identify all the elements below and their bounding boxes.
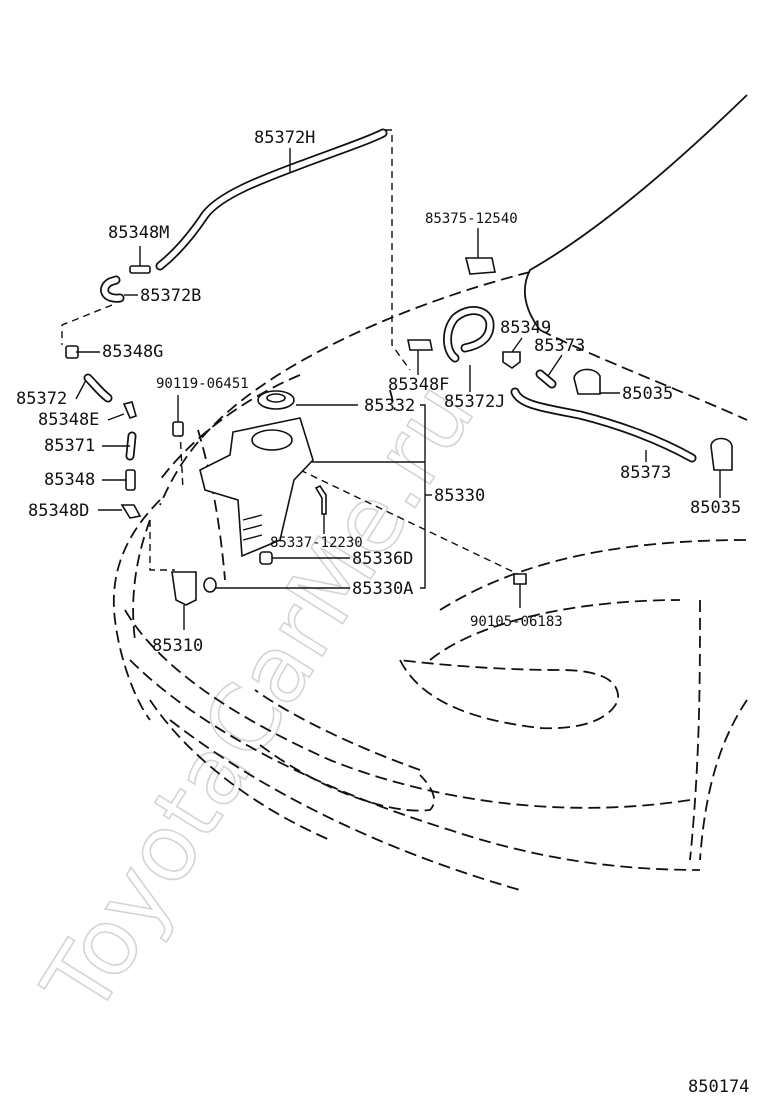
nozzle-85035-b xyxy=(710,437,733,471)
screw-90119 xyxy=(172,395,184,437)
pump-85310 xyxy=(171,571,197,606)
label-85330A: 85330A xyxy=(352,579,413,599)
label-85348D: 85348D xyxy=(28,501,89,521)
label-85372B: 85372B xyxy=(140,286,201,306)
label-90119: 90119-06451 xyxy=(156,376,249,392)
diagram-id: 850174 xyxy=(688,1077,749,1097)
joint-85349 xyxy=(502,351,521,369)
label-85372J: 85372J xyxy=(444,392,505,412)
label-90105: 90105-06183 xyxy=(470,614,563,630)
label-85371: 85371 xyxy=(44,436,95,456)
grommet-85330A xyxy=(203,577,217,593)
label-85349: 85349 xyxy=(500,318,551,338)
hose-85372H xyxy=(155,128,388,271)
label-85348G: 85348G xyxy=(102,342,163,362)
label-85336D: 85336D xyxy=(352,549,413,569)
connector-lines xyxy=(61,129,521,576)
joint-85348F xyxy=(407,339,433,351)
elbow-85348D xyxy=(120,504,142,519)
label-85372: 85372 xyxy=(16,389,67,409)
washer-tank-85330 xyxy=(199,417,314,558)
grommet-85336D xyxy=(259,551,273,565)
label-85372H: 85372H xyxy=(254,128,315,148)
label-85373-a: 85373 xyxy=(534,336,585,356)
label-85337: 85337-12230 xyxy=(270,535,363,551)
label-85348E: 85348E xyxy=(38,410,99,430)
elbow-85348E xyxy=(122,401,137,419)
label-85373-b: 85373 xyxy=(620,463,671,483)
leader-lines xyxy=(75,148,721,589)
label-85330: 85330 xyxy=(434,486,485,506)
joint-85348M xyxy=(129,246,151,274)
label-85035-b: 85035 xyxy=(690,498,741,518)
bolt-90105 xyxy=(513,573,527,585)
label-85348F: 85348F xyxy=(388,375,449,395)
clip-85375 xyxy=(464,228,496,275)
joint-85348 xyxy=(125,469,136,491)
label-85332: 85332 xyxy=(364,396,415,416)
bracket-85337 xyxy=(314,484,327,515)
label-85348: 85348 xyxy=(44,470,95,490)
nozzle-85035-a xyxy=(573,368,601,395)
part-labels: 85372H 85348M 85372B 85348G 85372 90119-… xyxy=(16,128,749,1097)
label-85375: 85375-12540 xyxy=(425,211,518,227)
car-body-outline xyxy=(112,94,748,891)
label-85035-a: 85035 xyxy=(622,384,673,404)
label-85348M: 85348M xyxy=(108,223,169,243)
label-85310: 85310 xyxy=(152,636,203,656)
